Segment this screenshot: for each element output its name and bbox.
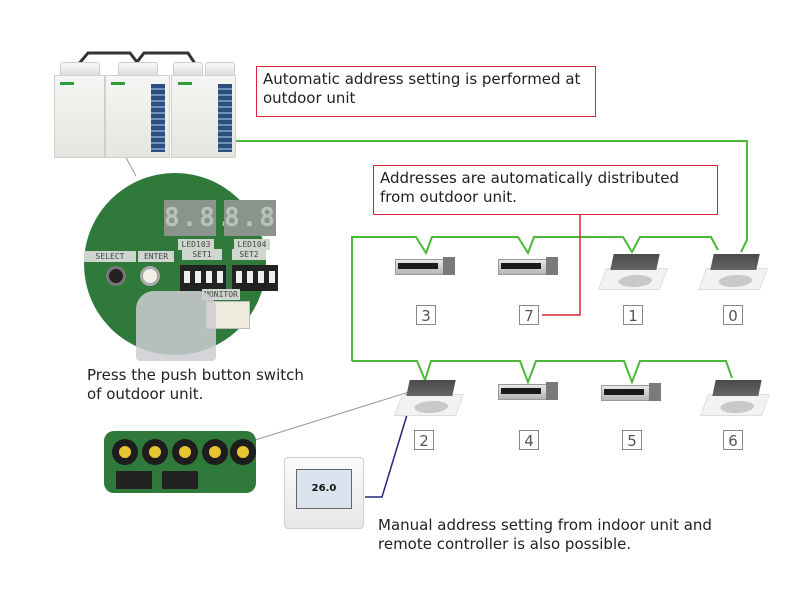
- brand-badge: [60, 82, 74, 85]
- indoor-unit-cassette: [697, 254, 769, 294]
- remote-screen-temperature: 26.0: [296, 469, 352, 509]
- rotary-switch[interactable]: [172, 439, 198, 465]
- pointing-hand-icon: [136, 291, 216, 361]
- monitor-label: MONITOR: [202, 289, 240, 300]
- push-button-caption: Press the push button switch of outdoor …: [87, 366, 307, 404]
- outdoor-fan: [118, 62, 158, 76]
- select-label: SELECT: [84, 251, 136, 262]
- enter-push-button[interactable]: [140, 266, 160, 286]
- remote-controller[interactable]: 26.0: [284, 457, 364, 529]
- push-button-caption-text: Press the push button switch of outdoor …: [87, 366, 304, 403]
- callout-distributed: Addresses are automatically distributed …: [373, 165, 718, 215]
- indoor-dip-switch[interactable]: [162, 471, 198, 489]
- indoor-unit-cassette: [699, 380, 771, 420]
- row1-signal-wire: [351, 236, 719, 361]
- indoor-dip-switch[interactable]: [116, 471, 152, 489]
- enter-label: ENTER: [138, 251, 174, 262]
- set2-label: SET2: [232, 249, 266, 260]
- rotary-switch[interactable]: [112, 439, 138, 465]
- rotary-switch[interactable]: [202, 439, 228, 465]
- heat-exchanger-coil: [151, 84, 165, 152]
- callout-auto-address-text: Automatic address setting is performed a…: [263, 70, 581, 107]
- manual-caption: Manual address setting from indoor unit …: [378, 516, 738, 554]
- indoor-unit-cassette: [597, 254, 669, 294]
- seven-seg-display-1: 8.8.: [164, 200, 233, 236]
- indoor-pcb-pointer-line: [254, 391, 410, 441]
- indoor-unit-duct: [395, 257, 455, 279]
- select-push-button[interactable]: [106, 266, 126, 286]
- address-badge: 6: [723, 430, 743, 450]
- callout-distributed-text: Addresses are automatically distributed …: [380, 169, 679, 206]
- address-badge: 5: [622, 430, 642, 450]
- row2-signal-wire: [352, 360, 733, 385]
- manual-caption-text: Manual address setting from indoor unit …: [378, 516, 712, 553]
- set1-label: SET1: [182, 249, 222, 260]
- indoor-pcb-closeup: [104, 431, 256, 493]
- address-badge: 2: [414, 430, 434, 450]
- indoor-unit-duct: [498, 257, 558, 279]
- rotary-switch[interactable]: [142, 439, 168, 465]
- heat-exchanger-coil: [218, 84, 232, 152]
- outdoor-fan: [205, 62, 235, 76]
- indoor-unit-duct: [601, 383, 661, 405]
- dip-switch-set1[interactable]: [180, 265, 226, 291]
- indoor-unit-cassette: [393, 380, 465, 420]
- led103-label: LED103: [178, 239, 214, 250]
- address-badge: 1: [623, 305, 643, 325]
- rotary-switch[interactable]: [230, 439, 256, 465]
- address-badge: 0: [723, 305, 743, 325]
- callout-auto-address: Automatic address setting is performed a…: [256, 66, 596, 117]
- callout-leader-line: [542, 214, 581, 316]
- outdoor-unit-group: [54, 62, 236, 158]
- outdoor-pcb-closeup: 8.8. 8.8 LED103 LED104 SELECT ENTER SET1…: [84, 173, 278, 361]
- outdoor-fan: [60, 62, 100, 76]
- outdoor-fan: [173, 62, 203, 76]
- main-signal-wire: [226, 140, 748, 253]
- indoor-unit-duct: [498, 382, 558, 404]
- led104-label: LED104: [234, 239, 270, 250]
- address-badge: 7: [519, 305, 539, 325]
- outdoor-unit-1: [54, 75, 105, 158]
- dip-switch-set2[interactable]: [232, 265, 278, 291]
- address-badge: 4: [519, 430, 539, 450]
- address-badge: 3: [416, 305, 436, 325]
- remote-wire: [365, 404, 411, 498]
- brand-badge: [111, 82, 125, 85]
- brand-badge: [178, 82, 192, 85]
- seven-seg-display-2: 8.8: [224, 200, 276, 236]
